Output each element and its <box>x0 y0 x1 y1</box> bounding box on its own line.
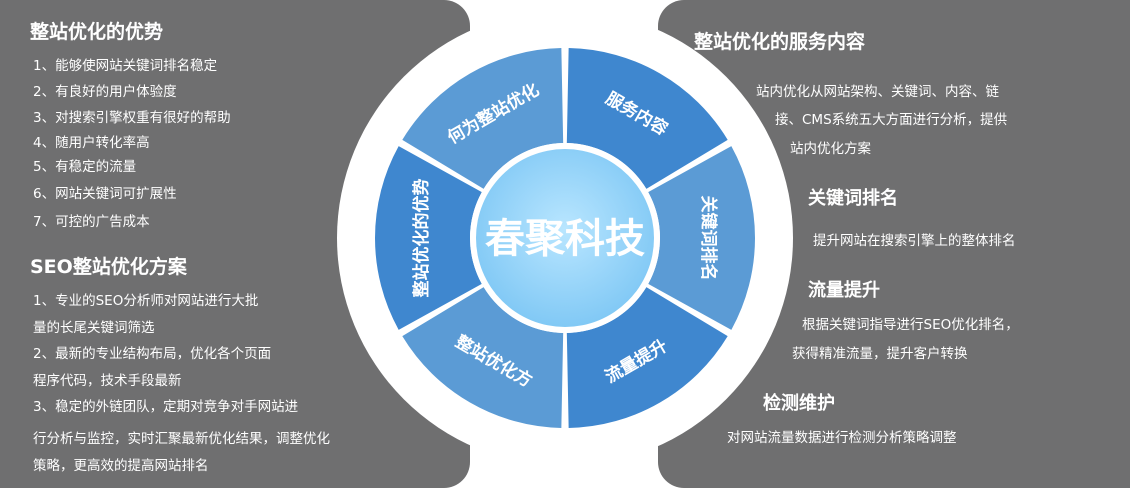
wheel-center <box>476 149 654 327</box>
wheel-segment <box>375 146 482 330</box>
plan-line: 行分析与监控，实时汇聚最新优化结果，调整优化 <box>33 431 330 447</box>
ranking-text: 提升网站在搜索引擎上的整体排名 <box>813 233 1016 249</box>
traffic-line: 获得精准流量，提升客户转换 <box>792 346 968 362</box>
wheel-segment <box>566 48 728 189</box>
ranking-title: 关键词排名 <box>808 188 898 209</box>
advantage-item: 5、有稳定的流量 <box>33 159 137 175</box>
advantage-item: 1、能够使网站关键词排名稳定 <box>33 58 218 74</box>
wheel-segment-label: 整站优化的优势 <box>411 179 432 298</box>
service-line: 站内优化方案 <box>790 141 871 157</box>
plan-line: 3、稳定的外链团队，定期对竞争对手网站进 <box>33 399 299 415</box>
advantage-item: 2、有良好的用户体验度 <box>33 84 177 100</box>
monitor-text: 对网站流量数据进行检测分析策略调整 <box>727 430 957 446</box>
plan-line: 2、最新的专业结构布局，优化各个页面 <box>33 346 272 362</box>
advantage-item: 3、对搜索引擎权重有很好的帮助 <box>33 110 231 126</box>
advantage-item: 4、随用户转化率高 <box>33 135 150 151</box>
service-title: 整站优化的服务内容 <box>694 31 866 53</box>
wheel-segment <box>402 287 564 428</box>
advantages-title: 整站优化的优势 <box>30 21 164 43</box>
service-line: 站内优化从网站架构、关键词、内容、链 <box>756 84 999 100</box>
plan-title: SEO整站优化方案 <box>30 256 187 278</box>
advantage-item: 6、网站关键词可扩展性 <box>33 186 177 202</box>
advantage-item: 7、可控的广告成本 <box>33 214 150 230</box>
wheel-segment <box>648 146 756 330</box>
wheel-segment <box>402 48 564 189</box>
plan-line: 量的长尾关键词筛选 <box>33 320 155 336</box>
monitor-title: 检测维护 <box>763 393 835 414</box>
plan-line: 1、专业的SEO分析师对网站进行大批 <box>33 293 259 309</box>
wheel-segment-label: 关键词排名 <box>698 196 719 281</box>
plan-line: 策略，更高效的提高网站排名 <box>33 458 209 474</box>
wheel-center-label: 春聚科技 <box>485 216 645 262</box>
traffic-title: 流量提升 <box>808 280 880 301</box>
plan-line: 程序代码，技术手段最新 <box>33 373 182 389</box>
traffic-line: 根据关键词指导进行SEO优化排名， <box>802 317 1019 333</box>
service-line: 接、CMS系统五大方面进行分析，提供 <box>775 112 1008 128</box>
wheel-segment <box>566 287 728 428</box>
